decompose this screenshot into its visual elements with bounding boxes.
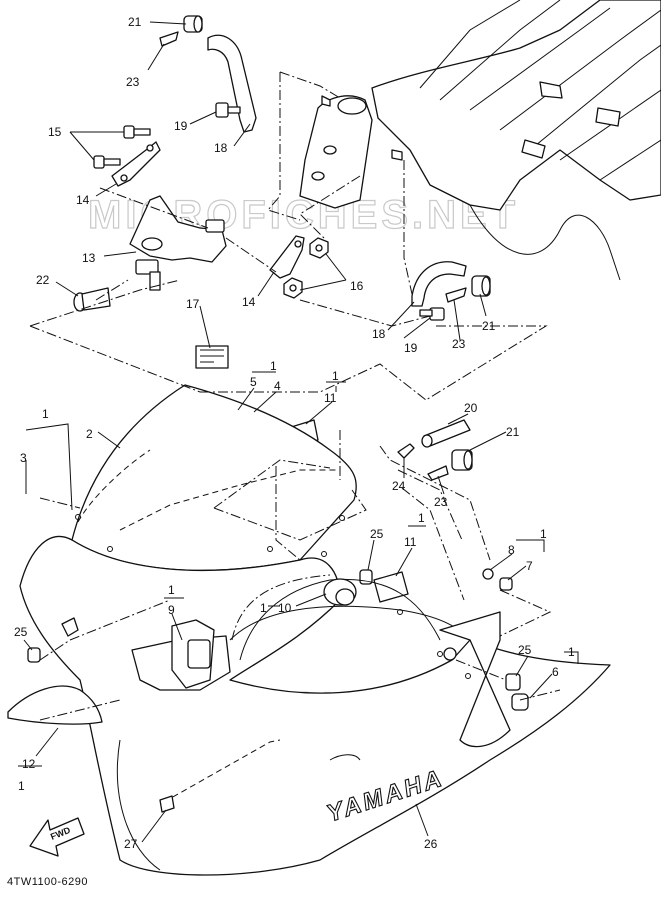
callout: 15 xyxy=(48,125,62,139)
collar-7 xyxy=(499,577,513,591)
bolt-19-right xyxy=(419,307,445,321)
clip-23-mid xyxy=(427,465,449,481)
bolt-6 xyxy=(511,693,529,711)
callout: 19 xyxy=(404,341,418,355)
callout: 11 xyxy=(324,391,337,405)
stay-18-right xyxy=(411,261,467,307)
callout: 10 xyxy=(278,601,292,615)
pad-11-right xyxy=(373,571,409,603)
callout: 25 xyxy=(370,527,384,541)
bolt-15-b xyxy=(93,155,121,169)
callout: 27 xyxy=(124,837,138,851)
callout: 14 xyxy=(242,295,256,309)
bolt-22 xyxy=(73,287,111,312)
callout: 7 xyxy=(526,559,533,573)
collar-21-right xyxy=(471,275,491,297)
callout: 12 xyxy=(22,757,36,771)
bolt-15-a xyxy=(123,125,151,139)
callout: 8 xyxy=(508,543,515,557)
diagram-code: 4TW1100-6290 xyxy=(7,876,89,888)
callout: 1 xyxy=(168,583,175,597)
side-panel-right xyxy=(439,611,511,748)
callout: 23 xyxy=(434,495,448,509)
label-17 xyxy=(195,345,229,369)
callout: 1 xyxy=(270,359,277,373)
callout: 21 xyxy=(482,319,496,333)
callout: 1 xyxy=(42,407,49,421)
mount-bracket xyxy=(299,95,373,209)
callout: 25 xyxy=(518,643,532,657)
callout: 19 xyxy=(174,119,188,133)
clip-23-right xyxy=(445,287,467,303)
callout: 1 xyxy=(418,511,425,525)
clip-left xyxy=(61,617,79,637)
callout: 5 xyxy=(250,375,257,389)
frame-section xyxy=(371,0,661,281)
callout: 18 xyxy=(372,327,386,341)
nut-16-b xyxy=(283,277,303,299)
collar-21-mid xyxy=(451,449,473,471)
fwd-arrow-icon: FWD xyxy=(29,817,85,857)
phantom-lines xyxy=(29,71,561,721)
callout: 1 xyxy=(540,527,547,541)
callout: 11 xyxy=(404,535,417,549)
callout: 13 xyxy=(82,251,96,265)
collar-21-top xyxy=(183,15,203,33)
callout: 9 xyxy=(168,603,175,617)
callout: 1 xyxy=(18,779,25,793)
pin-20 xyxy=(421,419,471,448)
stay-18-top xyxy=(207,34,257,133)
grommet-8 xyxy=(482,568,494,580)
callout: 14 xyxy=(76,193,90,207)
clip-23-top xyxy=(159,31,179,47)
callout: 21 xyxy=(506,425,520,439)
callout: 17 xyxy=(186,297,200,311)
callout: 23 xyxy=(452,337,466,351)
callout: 3 xyxy=(20,451,27,465)
headlight-unit-9 xyxy=(131,619,231,691)
windscreen-2 xyxy=(71,384,357,572)
callout: 1 xyxy=(332,369,339,383)
bolt-19-top xyxy=(215,102,241,118)
callout: 4 xyxy=(274,379,281,393)
callout: 6 xyxy=(552,665,559,679)
callout: 22 xyxy=(36,273,50,287)
leader-lines xyxy=(18,21,579,843)
bolt-25-left xyxy=(27,647,41,663)
inner-duct-10 xyxy=(231,574,331,641)
callout: 16 xyxy=(350,279,364,293)
inner-panel-27 xyxy=(163,739,281,803)
callout-labels: 21 23 19 18 15 14 13 22 14 16 17 18 19 2… xyxy=(14,15,575,851)
callout: 24 xyxy=(392,479,406,493)
duct-10 xyxy=(323,578,357,606)
callout: 20 xyxy=(464,401,478,415)
callout: 21 xyxy=(128,15,142,29)
callout: 1 xyxy=(260,601,267,615)
callout: 23 xyxy=(126,75,140,89)
nut-16-a xyxy=(309,237,329,259)
meter-stay-13 xyxy=(129,195,227,291)
clip-24 xyxy=(397,443,415,459)
callout: 18 xyxy=(214,141,228,155)
callout: 25 xyxy=(14,625,28,639)
seal-12 xyxy=(7,685,103,725)
callout: 26 xyxy=(424,837,438,851)
bolt-25-lower xyxy=(505,673,521,691)
callout: 2 xyxy=(86,427,93,441)
callout: 1 xyxy=(568,645,575,659)
